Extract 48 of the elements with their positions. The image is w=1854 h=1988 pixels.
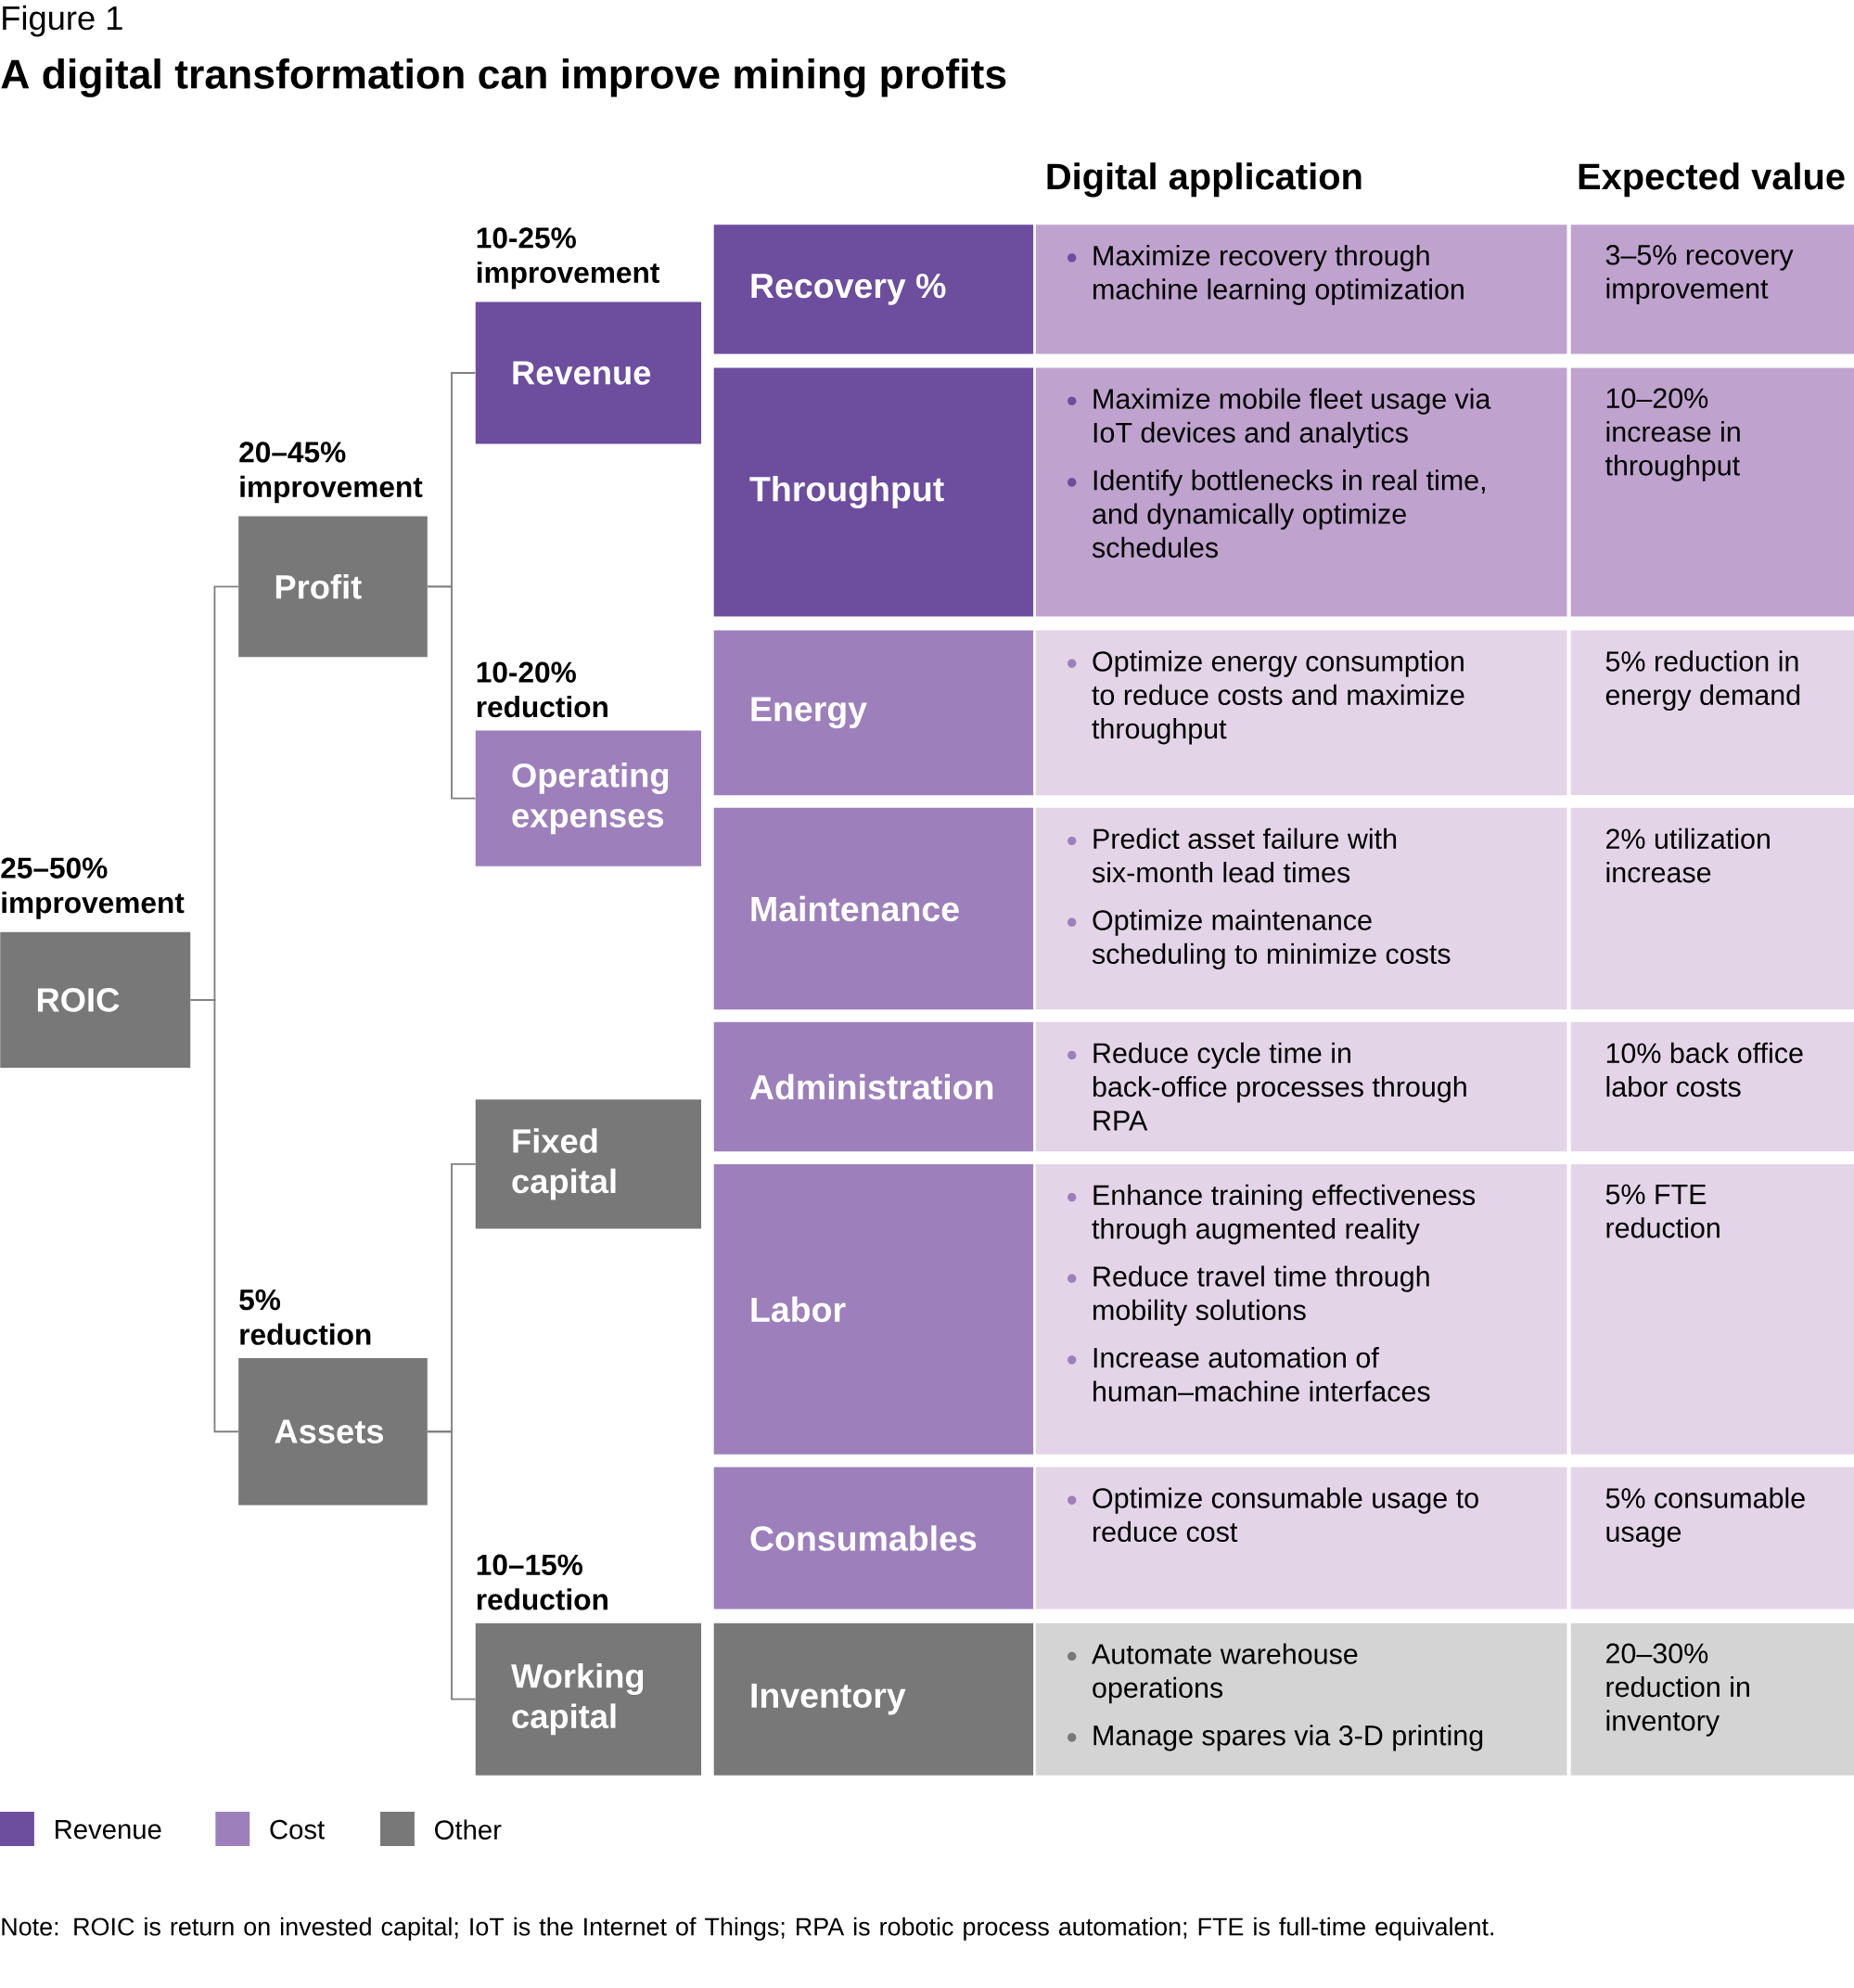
category-box: Revenue bbox=[475, 301, 701, 444]
legend-label: Cost bbox=[270, 1819, 325, 1840]
category-box: Fixed capital bbox=[475, 1099, 701, 1229]
value-cell: 5% FTE reduction bbox=[1570, 1163, 1854, 1455]
legend-label: Other bbox=[434, 1819, 502, 1840]
application-cell: Optimize energy consumption to reduce costs and maximize throughput bbox=[1035, 630, 1567, 796]
driver-cell: Energy bbox=[713, 630, 1033, 796]
application-cell: Predict asset failure with six-month lead times Optimize maintenance scheduling to minimize costs bbox=[1035, 807, 1567, 1010]
application-cell: Reduce cycle time in back-office processes through RPA bbox=[1035, 1021, 1567, 1152]
driver-cell: Recovery % bbox=[713, 224, 1033, 354]
category-box: Operating expenses bbox=[475, 730, 701, 866]
category-box: Profit bbox=[237, 516, 428, 658]
change-label: 10-25% improvement bbox=[477, 227, 659, 289]
category-box: Working capital bbox=[475, 1622, 701, 1776]
value-cell: 5% reduction in energy demand bbox=[1570, 630, 1854, 796]
figure-number: Figure 1 bbox=[3, 5, 122, 37]
note: Note: ROIC is return on invested capital; IoT is the Internet of Things; RPA is robotic process automation; FTE is full-time equivalent. bbox=[2, 1917, 1493, 1941]
application-cell: Optimize consumable usage to reduce cost bbox=[1035, 1467, 1567, 1610]
value-cell: 2% utilization increase bbox=[1570, 807, 1854, 1010]
driver-cell: Throughput bbox=[713, 367, 1033, 617]
connector-line bbox=[426, 585, 477, 800]
value-cell: 20–30% reduction in inventory bbox=[1570, 1622, 1854, 1776]
driver-cell: Administration bbox=[713, 1021, 1033, 1152]
application-cell: Maximize recovery through machine learning optimization bbox=[1035, 224, 1567, 354]
application-cell: Maximize mobile fleet usage via IoT devices and analytics Identify bottlenecks in real time, and dynamically optimize schedules bbox=[1035, 367, 1567, 617]
driver-cell: Inventory bbox=[713, 1622, 1033, 1776]
change-label: 20–45% improvement bbox=[239, 442, 423, 504]
change-label: 5% reduction bbox=[238, 1289, 371, 1345]
change-label: 25–50% improvement bbox=[1, 857, 185, 919]
change-label: 10-20% reduction bbox=[477, 661, 607, 718]
category-box: Assets bbox=[237, 1358, 428, 1506]
application-cell: Enhance training effectiveness through augmented reality Reduce travel time through mobility solutions Increase automation of human–machine interfaces bbox=[1035, 1163, 1567, 1455]
value-cell: 5% consumable usage bbox=[1570, 1467, 1854, 1610]
value-cell: 3–5% recovery improvement bbox=[1570, 224, 1854, 354]
connector-line bbox=[426, 1430, 477, 1700]
legend-label: Revenue bbox=[55, 1819, 161, 1840]
column-header: Expected value bbox=[1579, 162, 1845, 198]
value-cell: 10–20% increase in throughput bbox=[1570, 367, 1854, 617]
value-cell: 10% back office labor costs bbox=[1570, 1021, 1854, 1152]
category-box: ROIC bbox=[0, 931, 190, 1068]
application-cell: Automate warehouse operations Manage spares via 3-D printing bbox=[1035, 1622, 1567, 1776]
connector-line bbox=[189, 998, 239, 1433]
driver-cell: Labor bbox=[713, 1163, 1033, 1455]
column-header: Digital application bbox=[1047, 162, 1362, 198]
driver-cell: Consumables bbox=[713, 1467, 1033, 1610]
driver-cell: Maintenance bbox=[713, 807, 1033, 1010]
change-label: 10–15% reduction bbox=[477, 1554, 607, 1610]
title: A digital transformation can improve mining profits bbox=[1, 58, 1006, 97]
